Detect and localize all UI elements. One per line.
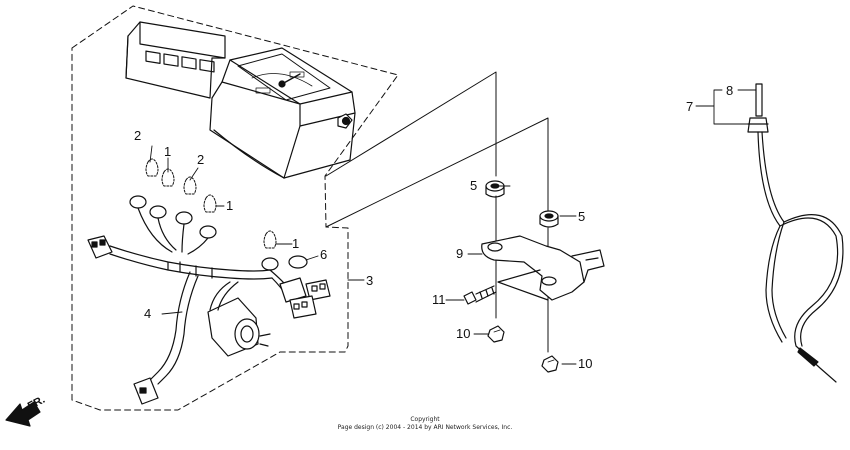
nuts-and-bolt [463, 285, 559, 373]
label-part-3: 3 [366, 273, 373, 288]
label-part-9: 9 [456, 246, 463, 261]
label-part-1-b: 1 [226, 198, 233, 213]
rubber-grommets [485, 180, 559, 228]
label-part-10-a: 10 [456, 326, 470, 341]
bulb-2-middle [183, 176, 197, 195]
copyright-line-2: Page design (c) 2004 - 2014 by ARI Netwo… [338, 424, 513, 431]
bulb-1-lower [263, 230, 277, 249]
label-part-1-c: 1 [292, 236, 299, 251]
copyright-line-1: Copyright [410, 416, 440, 423]
label-part-2-a: 2 [134, 128, 141, 143]
meter-bracket [481, 235, 605, 301]
label-part-5-b: 5 [578, 209, 585, 224]
label-part-11: 11 [432, 292, 446, 307]
wire-harness [87, 195, 331, 405]
label-part-5-a: 5 [470, 178, 477, 193]
leader-lines [149, 89, 757, 365]
front-direction-label: FR. [26, 394, 47, 413]
label-part-2-b: 2 [197, 152, 204, 167]
label-part-8: 8 [726, 83, 733, 98]
label-part-6: 6 [320, 247, 327, 262]
speedometer-cable [747, 83, 844, 383]
speedometer-dial [237, 53, 331, 101]
label-part-4: 4 [144, 306, 151, 321]
label-part-1-a: 1 [164, 144, 171, 159]
indicator-bulbs [145, 158, 277, 249]
meter-housing [125, 21, 356, 179]
label-part-7: 7 [686, 99, 693, 114]
bulb-1-right [203, 194, 217, 213]
front-direction-arrow [5, 401, 41, 427]
assembly-dashed-outline [71, 5, 399, 411]
label-part-10-b: 10 [578, 356, 592, 371]
bulb-2-upper [145, 158, 159, 177]
